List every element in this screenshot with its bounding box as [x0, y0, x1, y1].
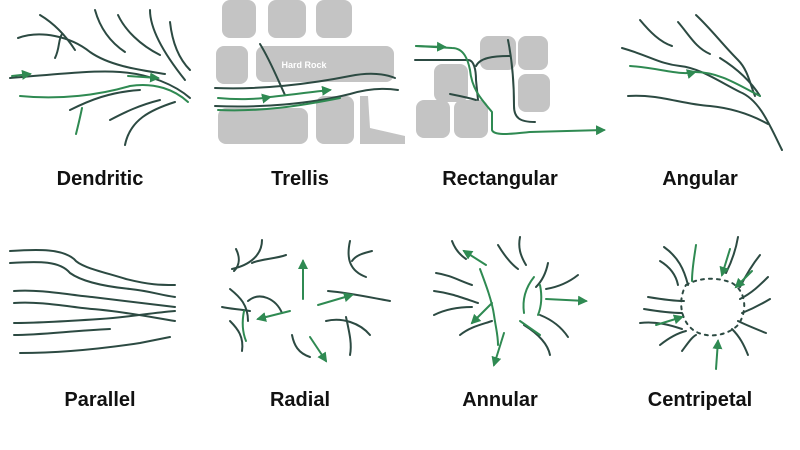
rock-blocks [416, 36, 550, 138]
caption-radial: Radial [269, 389, 331, 411]
panel-parallel: Parallel [0, 225, 200, 450]
panel-trellis: Hard Rock Trellis [200, 0, 405, 225]
rock-blocks [216, 0, 405, 144]
panel-radial: Radial [200, 225, 400, 450]
caption-trellis: Trellis [271, 168, 329, 190]
annular-diagram [433, 236, 588, 367]
caption-annular: Annular [462, 389, 538, 411]
panel-annular: Annular [400, 225, 600, 450]
rectangular-diagram [414, 36, 606, 138]
caption-parallel: Parallel [64, 389, 136, 411]
panel-rectangular: Rectangular [400, 0, 606, 225]
caption-angular: Angular [662, 168, 738, 190]
radial-diagram [221, 239, 391, 363]
caption-centripetal: Centripetal [647, 389, 753, 411]
angular-diagram [621, 14, 783, 151]
panel-centripetal: Centripetal [600, 225, 800, 450]
caption-rectangular: Rectangular [442, 168, 558, 190]
panel-angular: Angular [600, 0, 800, 225]
centripetal-diagram [639, 236, 771, 370]
caption-dendritic: Dendritic [56, 168, 144, 190]
parallel-diagram [9, 248, 176, 354]
dendritic-diagram [9, 9, 191, 146]
trellis-diagram: Hard Rock [214, 0, 405, 144]
hard-rock-label: Hard Rock [281, 60, 327, 70]
panel-dendritic: Dendritic [0, 0, 200, 225]
